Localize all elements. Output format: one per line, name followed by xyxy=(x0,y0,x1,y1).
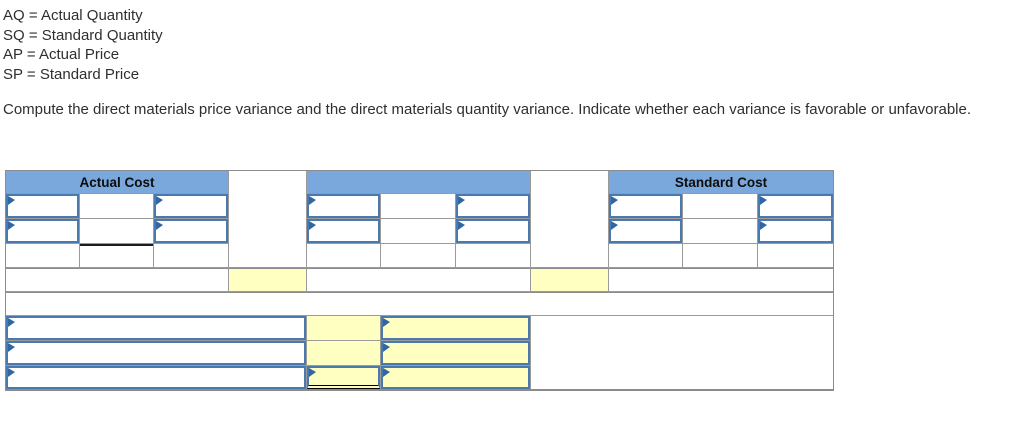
subtotal-cell xyxy=(758,244,833,267)
dropdown-marker-icon xyxy=(8,221,15,230)
subtotal-cell xyxy=(683,244,757,267)
answer-input-cell[interactable] xyxy=(307,194,380,218)
dropdown-marker-icon xyxy=(8,318,15,327)
answer-input-cell[interactable] xyxy=(758,194,833,218)
dropdown-marker-icon xyxy=(760,196,767,205)
dropdown-marker-icon xyxy=(383,318,390,327)
subtotal-cell xyxy=(456,244,530,267)
subtotal-cell xyxy=(307,244,380,267)
blank-cell xyxy=(307,268,530,291)
blank-cell xyxy=(80,194,153,218)
subtotal-cell xyxy=(381,244,455,267)
standard-cost-header: Standard Cost xyxy=(609,171,833,193)
blank-cell xyxy=(80,219,153,243)
highlight-cell xyxy=(307,341,380,365)
highlight-cell xyxy=(307,316,380,340)
answer-input-cell[interactable] xyxy=(154,194,228,218)
answer-input-cell[interactable] xyxy=(154,219,228,243)
highlight-cell xyxy=(531,268,608,291)
blank-cell xyxy=(6,268,228,291)
subtotal-cell xyxy=(6,244,79,267)
answer-input-cell[interactable] xyxy=(456,194,530,218)
answer-input-cell[interactable] xyxy=(307,219,380,243)
dropdown-marker-icon xyxy=(156,196,163,205)
answer-input-cell[interactable] xyxy=(609,219,682,243)
answer-input-cell[interactable] xyxy=(456,219,530,243)
spacer-column-right xyxy=(531,171,608,267)
dropdown-marker-icon xyxy=(383,343,390,352)
variable-legend: AQ = Actual Quantity SQ = Standard Quant… xyxy=(3,6,163,84)
dropdown-marker-icon xyxy=(458,196,465,205)
instruction-text: Compute the direct materials price varia… xyxy=(3,101,972,118)
answer-input-cell[interactable] xyxy=(6,366,306,389)
dropdown-marker-icon xyxy=(8,343,15,352)
highlight-input-cell[interactable] xyxy=(381,341,530,365)
answer-input-cell[interactable] xyxy=(758,219,833,243)
blank-cell xyxy=(381,219,455,243)
legend-line: SP = Standard Price xyxy=(3,65,140,83)
middle-column-header xyxy=(307,171,530,193)
blank-cell xyxy=(683,194,757,218)
subtotal-cell xyxy=(154,244,228,267)
total-highlight-input-cell[interactable] xyxy=(307,366,380,389)
highlight-cell xyxy=(229,268,306,291)
legend-line: AQ = Actual Quantity xyxy=(3,7,143,24)
answer-input-cell[interactable] xyxy=(6,219,79,243)
highlight-input-cell[interactable] xyxy=(381,366,530,389)
dropdown-marker-icon xyxy=(309,221,316,230)
dropdown-marker-icon xyxy=(760,221,767,230)
blank-cell xyxy=(381,194,455,218)
actual-cost-header: Actual Cost xyxy=(6,171,228,193)
blank-cell xyxy=(609,268,833,291)
blank-cell xyxy=(683,219,757,243)
legend-line: AP = Actual Price xyxy=(3,46,120,63)
highlight-input-cell[interactable] xyxy=(381,316,530,340)
dropdown-marker-icon xyxy=(458,221,465,230)
answer-input-cell[interactable] xyxy=(6,316,306,340)
blank-region xyxy=(531,316,833,389)
dropdown-marker-icon xyxy=(611,221,618,230)
subtotal-cell-underlined xyxy=(80,244,153,267)
dropdown-marker-icon xyxy=(309,368,316,377)
answer-input-cell[interactable] xyxy=(6,341,306,365)
spacer-row xyxy=(6,292,833,315)
dropdown-marker-icon xyxy=(8,368,15,377)
dropdown-marker-icon xyxy=(156,221,163,230)
subtotal-cell xyxy=(609,244,682,267)
variance-worksheet: Actual Cost Standard Cost xyxy=(5,170,834,391)
answer-input-cell[interactable] xyxy=(609,194,682,218)
dropdown-marker-icon xyxy=(611,196,618,205)
legend-line: SQ = Standard Quantity xyxy=(3,26,163,44)
spacer-column-left xyxy=(229,171,306,267)
dropdown-marker-icon xyxy=(8,196,15,205)
dropdown-marker-icon xyxy=(383,368,390,377)
dropdown-marker-icon xyxy=(309,196,316,205)
answer-input-cell[interactable] xyxy=(6,194,79,218)
